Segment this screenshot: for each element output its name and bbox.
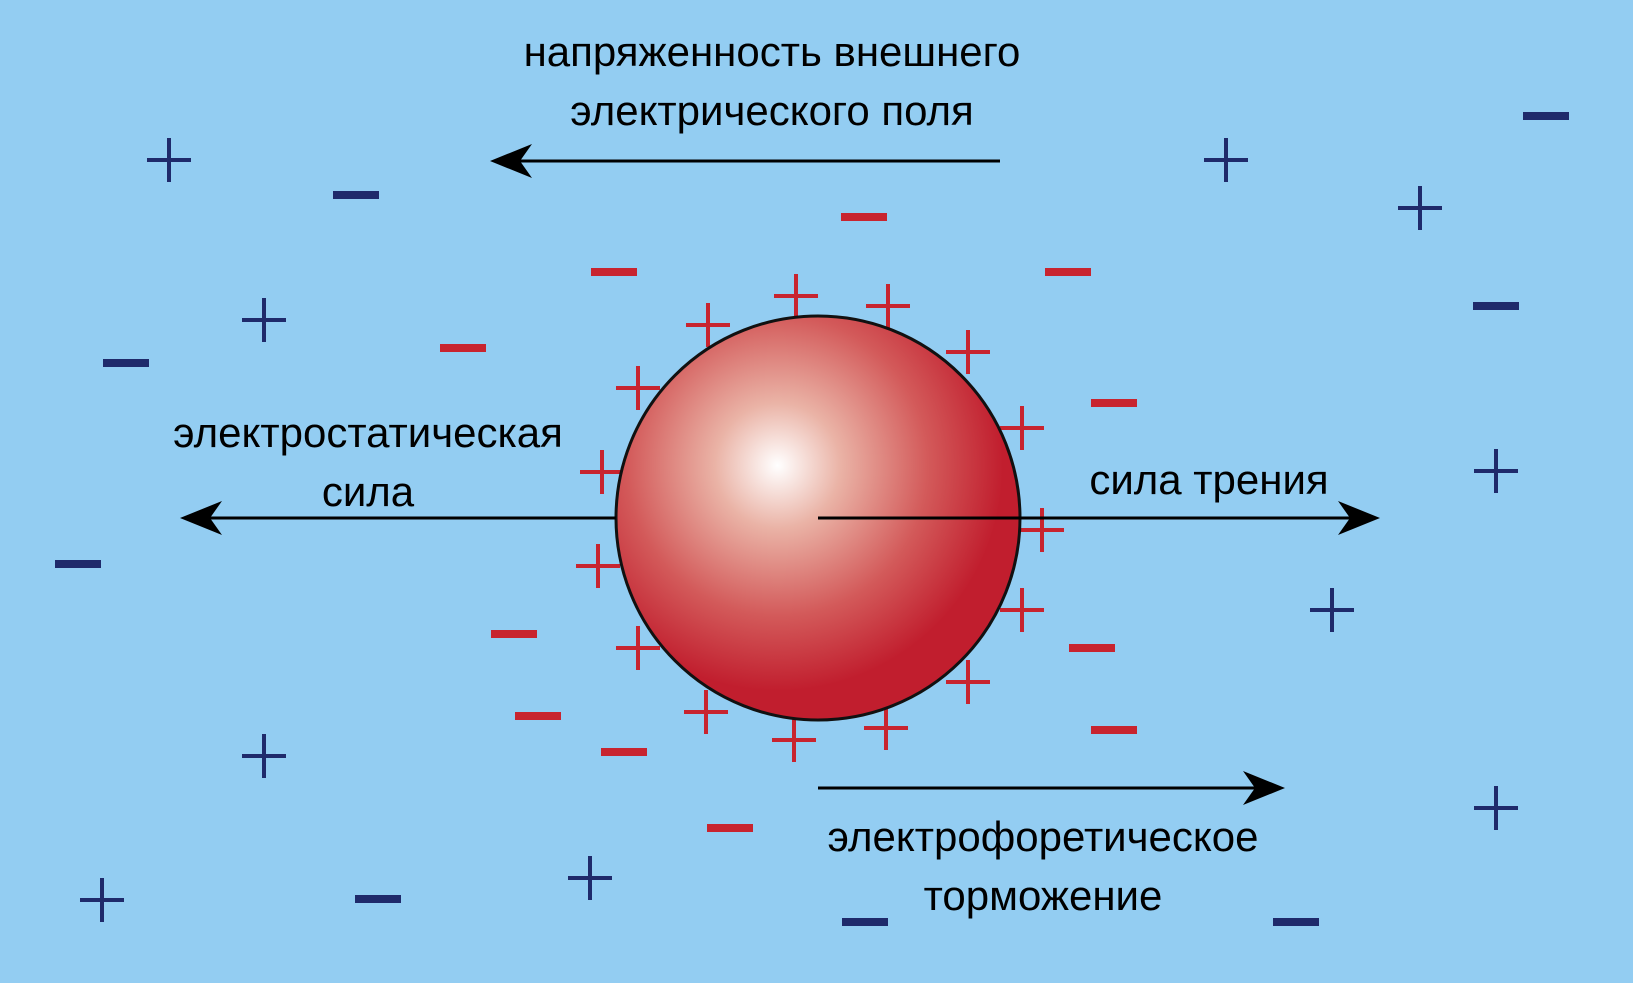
minus-charge-icon	[55, 560, 101, 568]
plus-charge-icon	[864, 706, 908, 750]
plus-charge-icon	[1204, 138, 1248, 182]
minus-charge-icon	[333, 191, 379, 199]
minus-charge-icon	[591, 268, 637, 276]
plus-charge-icon	[946, 330, 990, 374]
minus-charge-icon	[1523, 112, 1569, 120]
friction-force-arrow	[818, 501, 1380, 535]
plus-charge-icon	[1474, 449, 1518, 493]
plus-charge-icon	[866, 284, 910, 328]
plus-charge-icon	[1310, 588, 1354, 632]
plus-charge-icon	[242, 734, 286, 778]
minus-charge-icon	[1069, 644, 1115, 652]
field-strength-label-line1: напряженность внешнего	[524, 28, 1021, 75]
electrostatic-force-label-line1: электростатическая	[173, 409, 563, 456]
minus-charge-icon	[707, 824, 753, 832]
minus-charge-icon	[1473, 302, 1519, 310]
minus-charge-icon	[1091, 399, 1137, 407]
plus-charge-icon	[80, 878, 124, 922]
plus-charge-icon	[1020, 508, 1064, 552]
outer-ion-cloud	[55, 112, 1569, 926]
plus-charge-icon	[774, 274, 818, 318]
plus-charge-icon	[616, 626, 660, 670]
field-strength-label-line2: электрического поля	[570, 87, 974, 134]
minus-charge-icon	[841, 213, 887, 221]
minus-charge-icon	[1045, 268, 1091, 276]
minus-charge-icon	[515, 712, 561, 720]
plus-charge-icon	[580, 450, 624, 494]
plus-charge-icon	[1000, 588, 1044, 632]
minus-charge-icon	[440, 344, 486, 352]
minus-charge-icon	[1091, 726, 1137, 734]
plus-charge-icon	[242, 298, 286, 342]
field-strength-arrow	[490, 144, 1000, 178]
plus-charge-icon	[576, 544, 620, 588]
plus-charge-icon	[147, 138, 191, 182]
plus-charge-icon	[616, 366, 660, 410]
minus-charge-icon	[1273, 918, 1319, 926]
inner-ion-layer	[440, 213, 1137, 832]
plus-charge-icon	[946, 660, 990, 704]
minus-charge-icon	[491, 630, 537, 638]
plus-charge-icon	[1398, 186, 1442, 230]
plus-charge-icon	[684, 690, 728, 734]
electrophoretic-label-line1: электрофоретическое	[828, 813, 1259, 860]
electrostatic-force-label-line2: сила	[322, 468, 415, 515]
electrophoretic-label-line2: торможение	[924, 872, 1163, 919]
electrostatic-force-arrow	[180, 501, 616, 535]
minus-charge-icon	[355, 895, 401, 903]
plus-charge-icon	[772, 718, 816, 762]
minus-charge-icon	[103, 359, 149, 367]
plus-charge-icon	[686, 303, 730, 347]
minus-charge-icon	[601, 748, 647, 756]
minus-charge-icon	[842, 918, 888, 926]
electrophoretic-retardation-arrow	[818, 771, 1285, 805]
plus-charge-icon	[1000, 406, 1044, 450]
plus-charge-icon	[568, 856, 612, 900]
friction-force-label: сила трения	[1089, 456, 1328, 503]
plus-charge-icon	[1474, 786, 1518, 830]
